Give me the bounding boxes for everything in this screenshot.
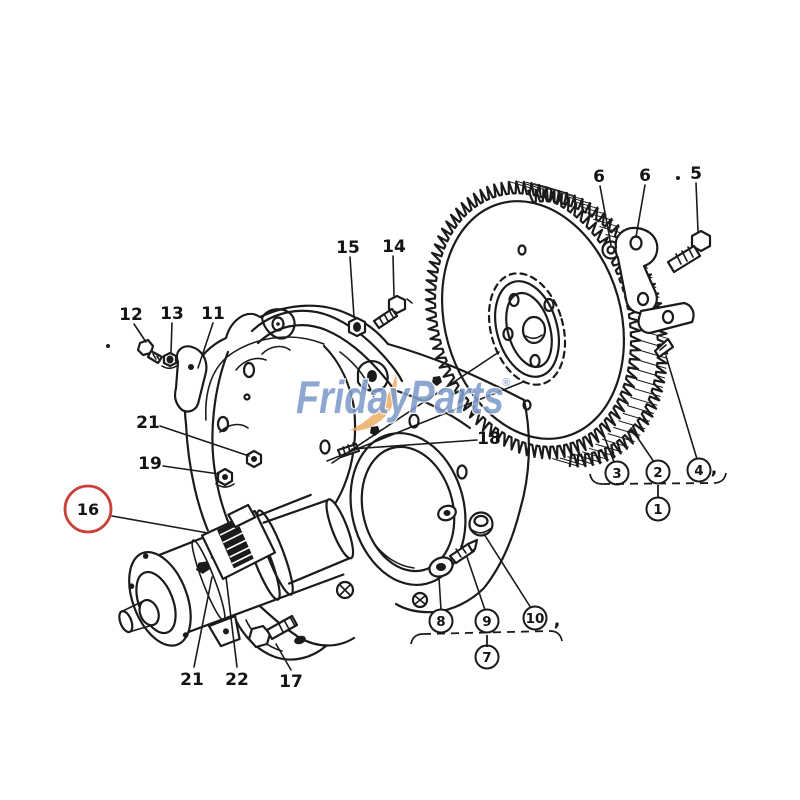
callout-7: 7 xyxy=(474,644,500,670)
callout-7-text: 7 xyxy=(482,650,491,666)
tick-mark: , xyxy=(554,610,561,631)
callout-14-text: 14 xyxy=(382,237,406,257)
nut-13 xyxy=(161,351,179,370)
nut-19 xyxy=(215,467,235,488)
boss-screw xyxy=(437,504,457,522)
boss-8 xyxy=(428,556,454,578)
nut-21-upper xyxy=(245,449,263,469)
callout-6: 6 xyxy=(635,166,651,238)
watermark-registered: ® xyxy=(502,377,511,389)
callout-3-text: 3 xyxy=(612,466,621,482)
plug-10 xyxy=(468,511,494,537)
watermark: FridayParts ® xyxy=(295,370,512,431)
callout-22-text: 22 xyxy=(225,670,249,690)
phillips-screw xyxy=(335,580,355,600)
bracket-6 xyxy=(614,226,695,335)
callout-2: 2 xyxy=(630,427,671,485)
plate-11 xyxy=(173,345,208,413)
callout-9-text: 9 xyxy=(482,614,491,630)
bolt-14 xyxy=(372,294,413,330)
callout-21: 21 xyxy=(136,413,250,457)
callout-8: 8 xyxy=(428,577,454,634)
callout-13-text: 13 xyxy=(160,304,184,324)
callout-17: 17 xyxy=(275,643,303,692)
callout-15-text: 15 xyxy=(336,238,360,258)
callout-18-text: 18 xyxy=(477,429,501,449)
callout-11: 11 xyxy=(197,304,225,369)
callout-15: 15 xyxy=(336,238,360,318)
group-bracket xyxy=(589,472,727,498)
group-bracket xyxy=(410,630,563,647)
callout-3: 3 xyxy=(603,435,630,486)
callout-17-text: 17 xyxy=(279,672,303,692)
callout-14: 14 xyxy=(382,237,406,297)
callout-2-text: 2 xyxy=(653,465,662,481)
callout-21-text: 21 xyxy=(136,413,160,433)
flywheel-drawing xyxy=(424,180,669,468)
watermark-text: FridayParts xyxy=(296,371,504,423)
key-4 xyxy=(653,337,675,359)
callout-12-text: 12 xyxy=(119,305,143,325)
nut-15 xyxy=(347,316,367,338)
callout-21-text: 21 xyxy=(180,670,204,690)
callout-8-text: 8 xyxy=(436,614,445,630)
callout-16-text: 16 xyxy=(77,500,99,519)
callout-11-text: 11 xyxy=(201,304,225,324)
callout-6-text: 6 xyxy=(639,166,651,186)
callout-16: 16 xyxy=(63,484,209,534)
tick-mark xyxy=(676,176,680,180)
callout-9: 9 xyxy=(466,556,500,634)
phillips-screw xyxy=(411,591,429,609)
callout-19: 19 xyxy=(138,454,220,475)
callout-10: 10 xyxy=(483,533,548,631)
callout-21: 21 xyxy=(180,576,213,690)
callout-6-text: 6 xyxy=(593,167,605,187)
callout-6: 6 xyxy=(593,167,612,246)
tick-mark xyxy=(106,344,110,348)
callout-5: 5 xyxy=(690,164,702,232)
callout-4: 4 xyxy=(665,355,712,483)
callout-18: 18 xyxy=(351,429,501,450)
callout-4-text: 4 xyxy=(694,463,703,479)
callout-12: 12 xyxy=(119,305,147,343)
callout-19-text: 19 xyxy=(138,454,162,474)
callout-22: 22 xyxy=(225,576,249,690)
bell-housing-drawing xyxy=(184,304,530,661)
bolt-17 xyxy=(247,614,299,649)
callout-10-text: 10 xyxy=(526,611,545,627)
callout-13: 13 xyxy=(160,304,184,353)
bolt-12 xyxy=(136,338,164,365)
tick-mark: , xyxy=(711,458,718,479)
callout-1-text: 1 xyxy=(653,502,662,518)
callout-5-text: 5 xyxy=(690,164,702,184)
watermark-swoosh xyxy=(350,374,397,431)
stud-9 xyxy=(448,538,479,565)
callout-1: 1 xyxy=(645,496,671,522)
starter-motor-drawing xyxy=(118,492,355,648)
bolt-5 xyxy=(666,229,712,274)
